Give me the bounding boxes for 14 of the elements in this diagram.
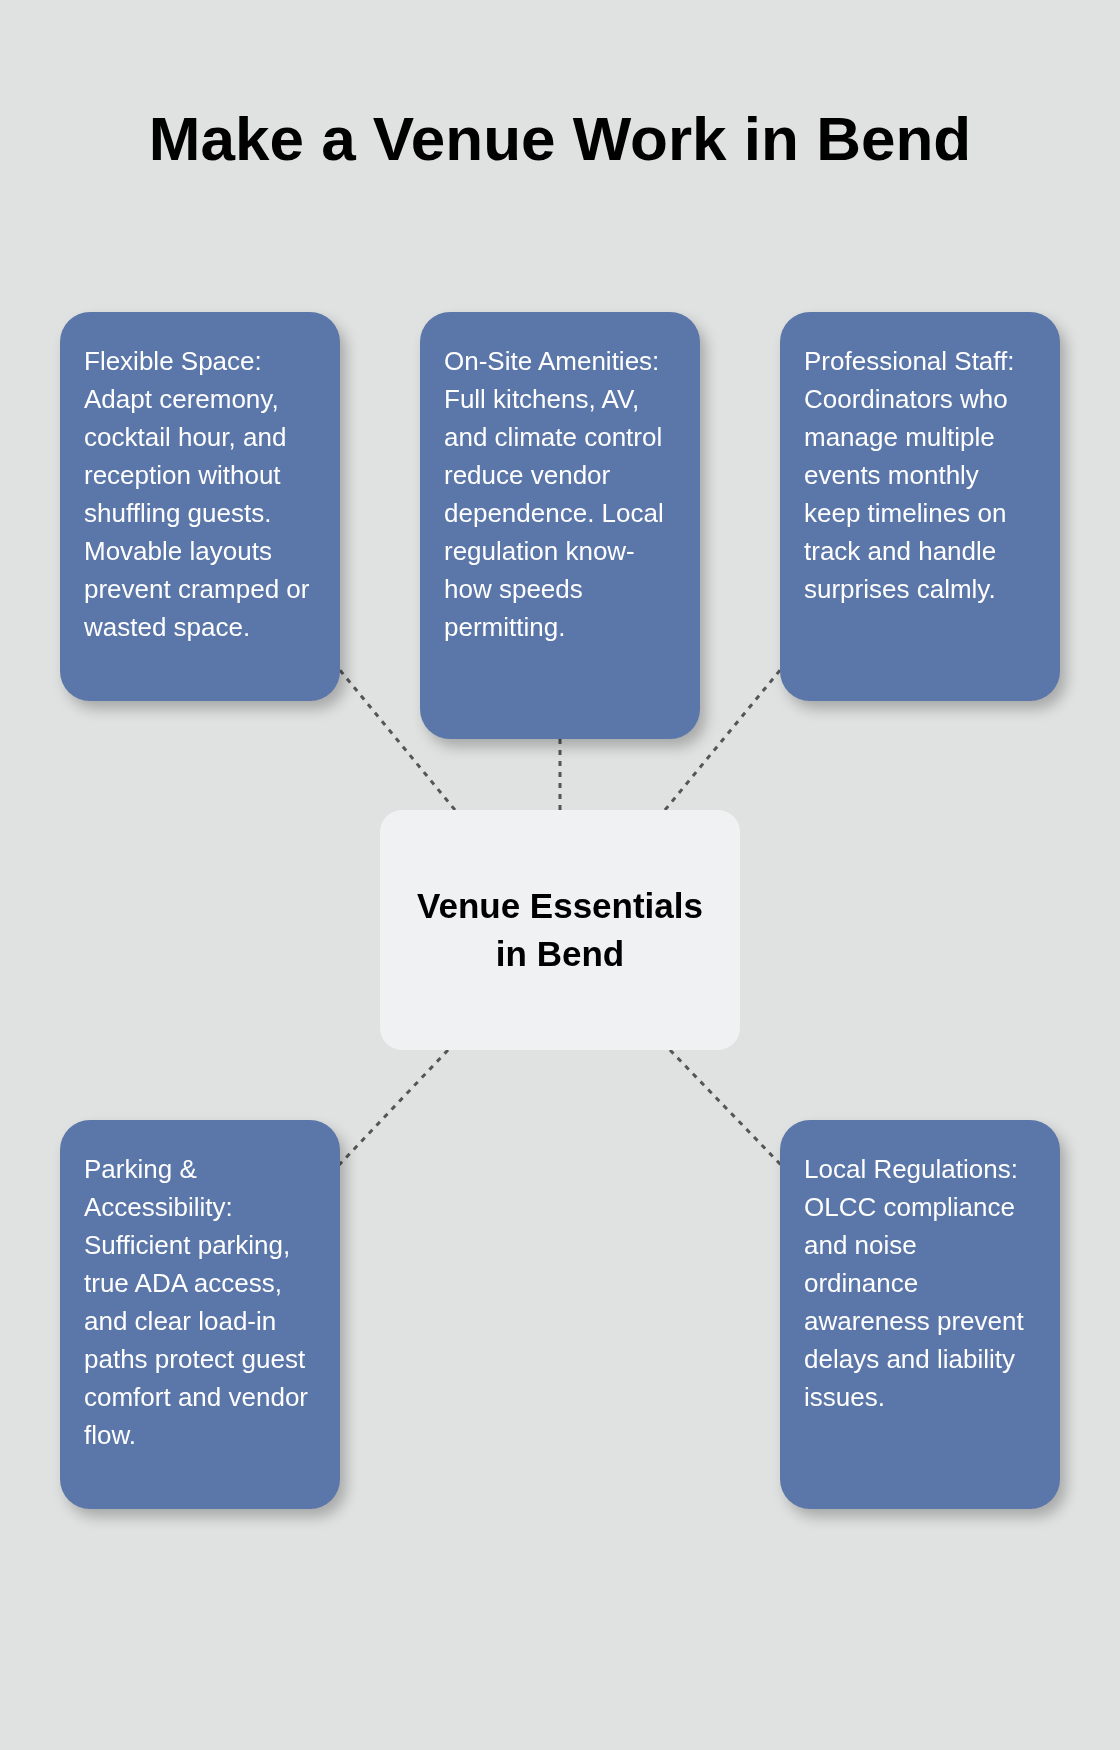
topic-card [780, 312, 1060, 701]
topic-card [780, 1120, 1060, 1509]
central-topic-text: Venue Essentials in Bend [416, 885, 704, 975]
card-text: Local Regulations: OLCC compliance and noise ordinance awareness prevent delays and liability issues. [804, 1153, 1025, 1414]
card-text: Professional Staff: Coordinators who manage multiple events monthly keep timelines on track and handle surprises calmly. [804, 345, 1016, 606]
topic-card [60, 312, 340, 701]
title: Make a Venue Work in Bend [147, 108, 973, 170]
central-topic-box [380, 810, 740, 1050]
card-text: On-Site Amenities: Full kitchens, AV, and climate control reduce vendor dependence. Local regulation know-how speeds permitting. [444, 345, 665, 644]
dotted-connector [558, 739, 562, 810]
card-text: Flexible Space: Adapt ceremony, cocktail hour, and reception without shuffling guests. Movable layouts prevent cramped or wasted space. [84, 345, 311, 644]
card-text: Parking & Accessibility: Sufficient parking, true ADA access, and clear load-in paths protect guest comfort and vendor flow. [84, 1153, 309, 1452]
topic-card [420, 312, 700, 739]
topic-card [60, 1120, 340, 1509]
